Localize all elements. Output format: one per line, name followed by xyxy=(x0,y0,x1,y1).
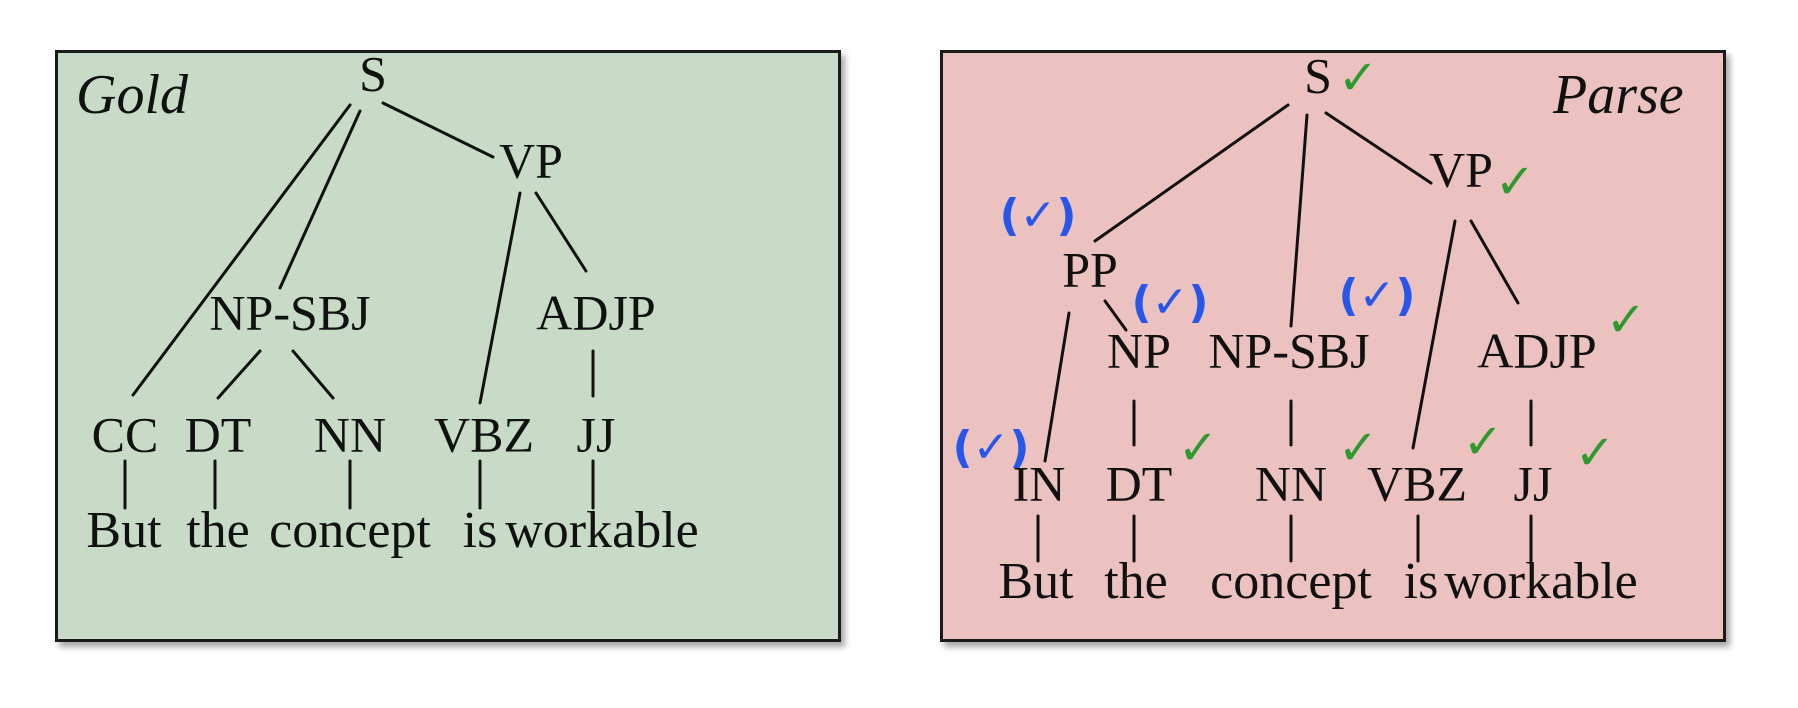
edge-pp-in xyxy=(1043,311,1071,463)
gold-edges xyxy=(123,101,595,510)
node-in: IN xyxy=(1013,455,1066,511)
edge-npsbj-nn xyxy=(291,349,335,400)
check-mark-icon-dt: ✓ xyxy=(1178,420,1218,476)
node-vbz: VBZ xyxy=(434,406,534,462)
check-mark-icon-vp: ✓ xyxy=(1495,154,1535,210)
node-vp: VP xyxy=(1429,141,1493,197)
edge-vp-vbz xyxy=(1411,219,1457,450)
node-s: S xyxy=(359,53,387,101)
check-mark-icon-s: ✓ xyxy=(1338,53,1378,106)
node-pp: PP xyxy=(1062,241,1118,297)
node-nn: NN xyxy=(314,406,386,462)
node-cc: CC xyxy=(92,406,159,462)
node-dt: DT xyxy=(185,406,252,462)
node-np: NP xyxy=(1107,322,1171,378)
node-jj: JJ xyxy=(1514,455,1553,511)
parse-tree-panel: Parse S VP PP NP NP-SBJ ADJP IN DT NN VB… xyxy=(940,50,1726,642)
node-vbz: VBZ xyxy=(1367,455,1467,511)
check-mark-icon-adjp: ✓ xyxy=(1606,292,1646,348)
partial-check-icon-npsbj: (✓) xyxy=(1338,270,1415,321)
edge-s-npsbj xyxy=(1289,113,1309,328)
word-workable: workable xyxy=(1444,553,1637,610)
parse-title: Parse xyxy=(1552,64,1684,126)
edge-pp-np xyxy=(1103,299,1128,332)
node-dt: DT xyxy=(1106,455,1173,511)
word-concept: concept xyxy=(1210,553,1372,610)
parse-edges xyxy=(1036,103,1533,563)
word-the: the xyxy=(186,502,250,559)
word-is: is xyxy=(1404,553,1439,610)
check-mark-icon-jj: ✓ xyxy=(1575,425,1615,481)
word-but: But xyxy=(86,502,162,559)
node-nn: NN xyxy=(1255,455,1327,511)
word-but: But xyxy=(998,553,1074,610)
check-mark-icon-vbz: ✓ xyxy=(1463,414,1503,470)
word-concept: concept xyxy=(269,502,431,559)
node-adjp: ADJP xyxy=(1477,322,1596,378)
gold-tree-panel: Gold S VP NP-SBJ ADJP CC DT NN VBZ JJ Bu… xyxy=(55,50,841,642)
partial-check-icon-np: (✓) xyxy=(1131,277,1208,328)
check-mark-icon-nn: ✓ xyxy=(1338,420,1378,476)
node-np-sbj: NP-SBJ xyxy=(209,284,370,340)
edge-s-vp xyxy=(1324,111,1433,185)
node-vp: VP xyxy=(499,132,563,188)
edge-vp-adjp xyxy=(1469,219,1520,305)
word-workable: workable xyxy=(505,502,698,559)
edge-vp-vbz xyxy=(478,191,522,405)
node-np-sbj: NP-SBJ xyxy=(1208,322,1369,378)
edge-s-pp xyxy=(1093,103,1290,243)
word-the: the xyxy=(1104,553,1168,610)
edge-s-npsbj xyxy=(278,109,362,290)
gold-title: Gold xyxy=(76,64,189,126)
word-is: is xyxy=(463,502,498,559)
partial-check-icon-pp: (✓) xyxy=(999,190,1076,241)
parse-tree-svg: Parse S VP PP NP NP-SBJ ADJP IN DT NN VB… xyxy=(952,53,1684,610)
partial-check-icon-in: (✓) xyxy=(952,422,1029,473)
node-s: S xyxy=(1304,53,1332,103)
edge-s-vp xyxy=(381,101,495,159)
edge-s-cc xyxy=(131,103,352,397)
edge-npsbj-dt xyxy=(216,349,262,400)
node-jj: JJ xyxy=(577,406,616,462)
edge-vp-adjp xyxy=(534,191,588,273)
node-adjp: ADJP xyxy=(536,284,655,340)
gold-tree-svg: Gold S VP NP-SBJ ADJP CC DT NN VBZ JJ Bu… xyxy=(76,53,699,559)
